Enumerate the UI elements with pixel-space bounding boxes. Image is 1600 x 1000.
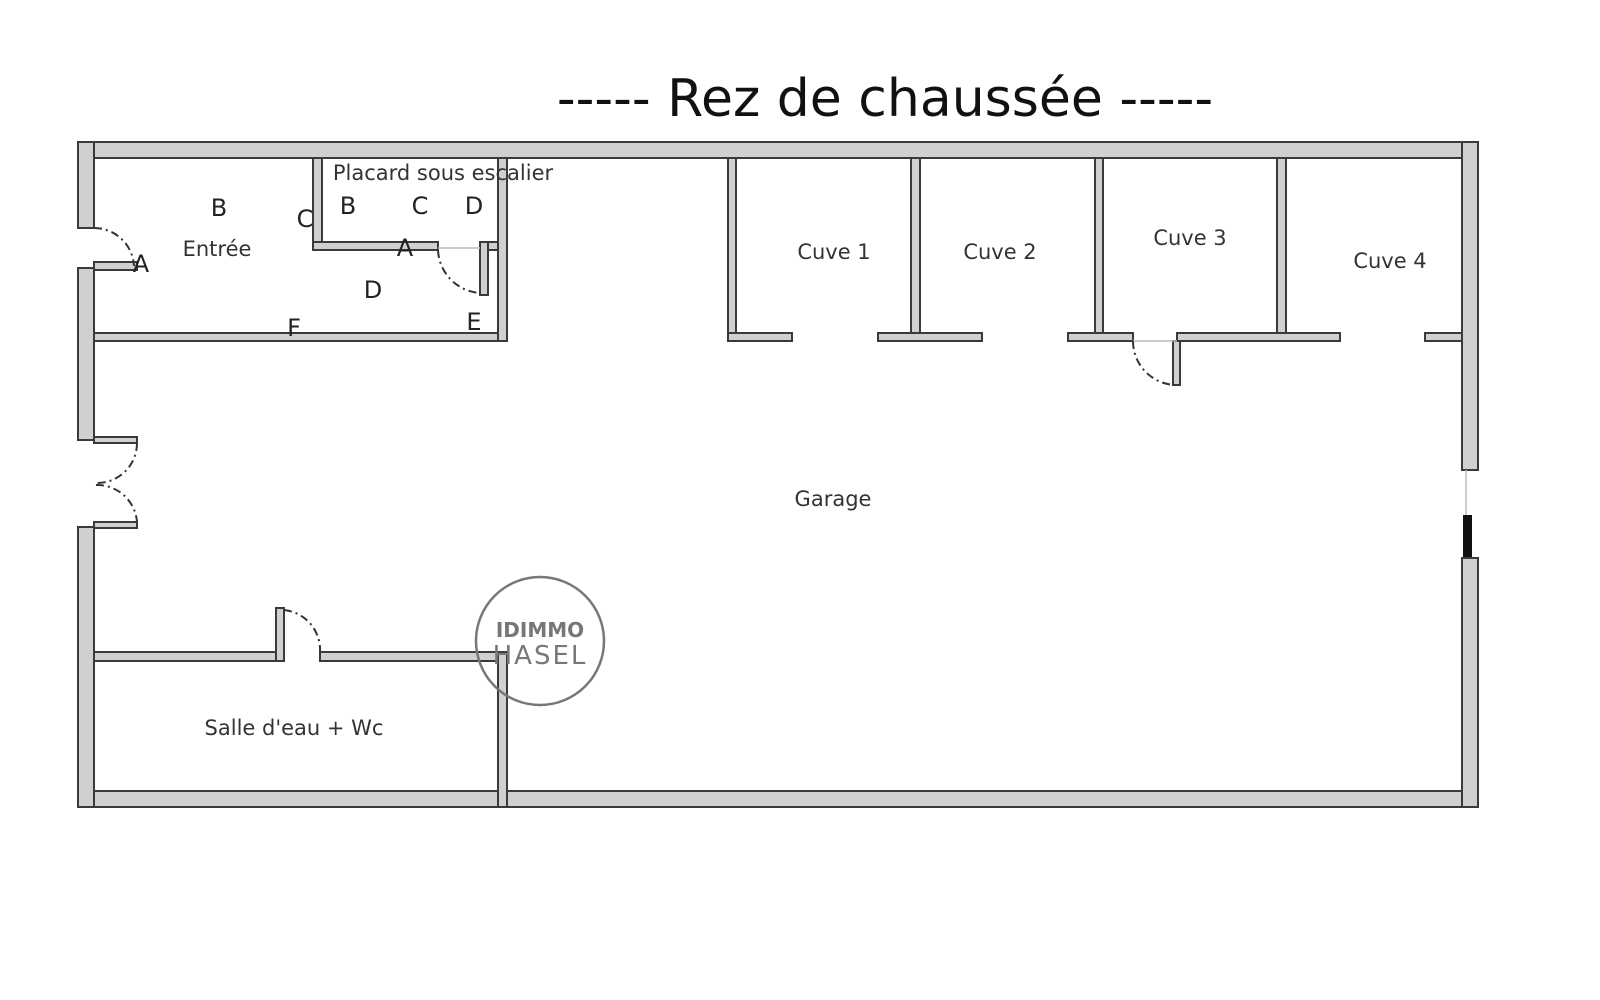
garage-double-door-bottom (95, 483, 138, 523)
watermark-line1: IDIMMO (496, 618, 584, 642)
letter-b: B (211, 194, 227, 222)
placard-door-swing (437, 249, 481, 294)
letter-a-placard: A (397, 234, 414, 262)
room-label-placard: Placard sous escalier (333, 161, 554, 185)
cuve3-door-swing (1131, 340, 1176, 386)
plan-title: ----- Rez de chaussée ----- (557, 69, 1213, 129)
letter-c: C (297, 205, 314, 233)
letter-a: A (133, 250, 150, 278)
doors (93, 226, 1176, 653)
salle-door-swing (283, 609, 322, 653)
letter-d: D (364, 276, 382, 304)
room-label-cuve4: Cuve 4 (1353, 249, 1426, 273)
letter-f: F (287, 314, 301, 342)
room-label-cuve2: Cuve 2 (963, 240, 1036, 264)
letter-d-placard: D (465, 192, 483, 220)
letter-b-placard: B (340, 192, 356, 220)
letter-e: E (466, 308, 481, 336)
room-label-cuve3: Cuve 3 (1153, 226, 1226, 250)
room-label-salle-eau: Salle d'eau + Wc (205, 716, 384, 740)
room-label-entree: Entrée (183, 237, 252, 261)
walls (77, 141, 1479, 808)
window-frame (1463, 515, 1472, 557)
watermark-logo: IDIMMO HASEL (474, 575, 606, 707)
garage-double-door-top (95, 442, 138, 485)
entree-door-swing (93, 226, 135, 267)
room-label-garage: Garage (795, 487, 872, 511)
room-label-cuve1: Cuve 1 (797, 240, 870, 264)
watermark-line2: HASEL (493, 641, 588, 671)
letter-c-placard: C (412, 192, 429, 220)
wall-letters: B A C D E F C B A D (133, 192, 483, 342)
